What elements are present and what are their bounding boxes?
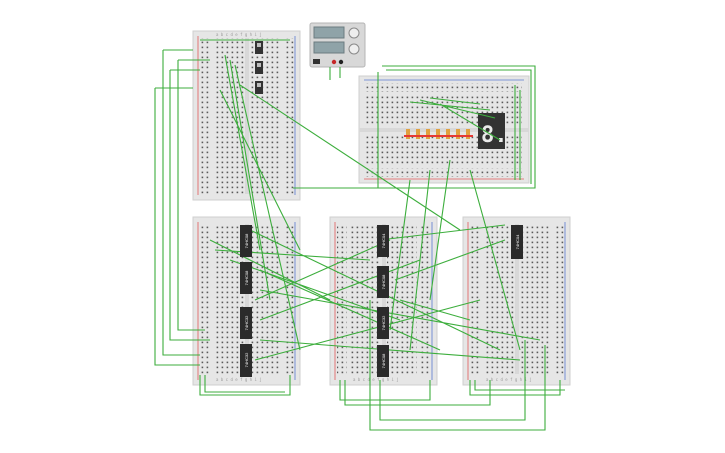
- ic-bottom-left-3[interactable]: 74HC32: [240, 307, 252, 339]
- svg-text:74HC32: 74HC32: [244, 315, 249, 330]
- slide-switch-2[interactable]: [255, 61, 263, 74]
- svg-text:74HC08: 74HC08: [381, 274, 386, 289]
- current-knob[interactable]: [348, 43, 360, 55]
- svg-text:74HC04: 74HC04: [381, 233, 386, 248]
- svg-text:74HC08: 74HC08: [244, 233, 249, 248]
- svg-text:74HC08: 74HC08: [244, 270, 249, 285]
- ic-bottom-right-1[interactable]: 74HC04: [511, 225, 523, 259]
- svg-text:74HC08: 74HC08: [381, 353, 386, 368]
- wire-layer[interactable]: [154, 39, 565, 431]
- column-letters-top-left: a b c d e f g h i j: [216, 32, 262, 37]
- ic-bottom-middle-2[interactable]: 74HC08: [377, 266, 389, 298]
- svg-text:74HC32: 74HC32: [381, 315, 386, 330]
- seven-segment-display[interactable]: 8.: [478, 113, 508, 149]
- ic-bottom-left-1[interactable]: 74HC08: [240, 225, 252, 257]
- column-letters-bottom-middle: a b c d e f g h i j: [353, 377, 399, 382]
- column-letters-bottom-right: a b c d e f g h i j: [486, 377, 532, 382]
- breadboard-top-left[interactable]: a b c d e f g h i j: [192, 30, 301, 201]
- resistor-array[interactable]: [404, 129, 473, 139]
- ic-bottom-middle-4[interactable]: 74HC08: [377, 345, 389, 377]
- dc-power-supply[interactable]: [309, 22, 366, 68]
- svg-text:74HC32: 74HC32: [244, 352, 249, 367]
- ic-bottom-middle-1[interactable]: 74HC04: [377, 225, 389, 257]
- slide-switch-1[interactable]: [255, 41, 263, 54]
- negative-terminal[interactable]: [338, 59, 344, 65]
- ic-bottom-left-2[interactable]: 74HC08: [240, 262, 252, 294]
- seven-segment-digit: 8.: [481, 123, 508, 148]
- voltage-knob[interactable]: [348, 27, 360, 39]
- ic-bottom-middle-3[interactable]: 74HC32: [377, 307, 389, 339]
- current-display: [313, 41, 345, 54]
- ic-bottom-left-4[interactable]: 74HC32: [240, 344, 252, 377]
- slide-switch-3[interactable]: [255, 81, 263, 94]
- svg-text:74HC04: 74HC04: [515, 234, 520, 249]
- voltage-display: [313, 26, 345, 39]
- positive-terminal[interactable]: [331, 59, 337, 65]
- breadboard-bottom-middle[interactable]: a b c d e f g h i j: [329, 216, 438, 386]
- column-letters-bottom-left: a b c d e f g h i j: [216, 377, 262, 382]
- power-button[interactable]: [313, 59, 320, 64]
